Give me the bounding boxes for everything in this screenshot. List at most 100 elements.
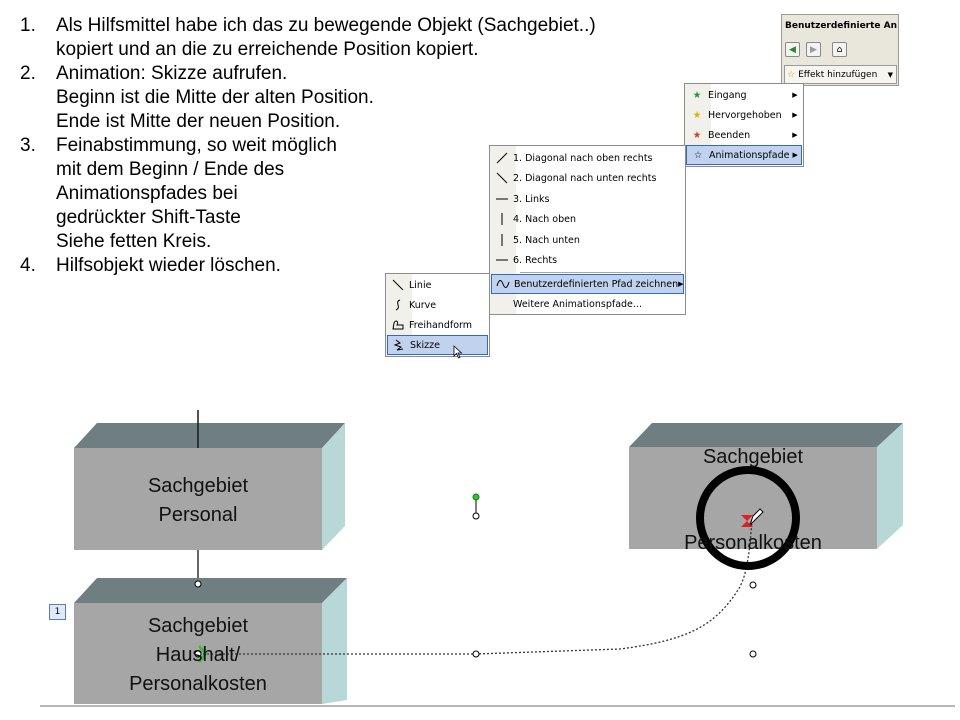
menu-item-diagonal-up[interactable]: 1. Diagonal nach oben rechts [491, 148, 684, 168]
instruction-line: Siehe fetten Kreis. [56, 231, 212, 252]
effect-menu: ★ Eingang ▶ ★ Hervorgehoben ▶ ★ Beenden … [684, 83, 804, 167]
back-button[interactable]: ◀ [785, 42, 800, 57]
box-side-face [322, 578, 347, 704]
menu-item-custom-path[interactable]: Benutzerdefinierten Pfad zeichnen ▶ [491, 274, 684, 294]
instruction-list: 1. Als Hilfsmittel habe ich das zu beweg… [20, 14, 780, 278]
home-button[interactable]: ⌂ [832, 42, 847, 57]
forward-button[interactable]: ▶ [806, 42, 821, 57]
selection-handle[interactable] [194, 580, 202, 588]
add-effect-label: Effekt hinzufügen [798, 69, 878, 80]
box-personal-label: Sachgebiet Personal [74, 472, 322, 530]
curve-icon [387, 299, 409, 311]
menu-item-diagonal-down[interactable]: 2. Diagonal nach unten rechts [491, 168, 684, 188]
menu-item-links[interactable]: 3. Links [491, 189, 684, 209]
box-front-face [74, 448, 322, 550]
diagonal-down-icon [491, 172, 513, 184]
box-top-face [74, 423, 345, 448]
menu-item-linie[interactable]: Linie [387, 275, 488, 295]
add-effect-button[interactable]: ☆ Effekt hinzufügen ▼ [784, 65, 897, 84]
menu-item-hervorgehoben[interactable]: ★ Hervorgehoben ▶ [686, 105, 802, 125]
selection-handle[interactable] [472, 512, 480, 520]
instruction-line: Ende ist Mitte der neuen Position. [56, 111, 341, 132]
forward-arrow-icon: ▶ [810, 44, 817, 55]
menu-item-label: Beenden [708, 129, 751, 141]
menu-item-label: Kurve [409, 299, 437, 311]
instruction-line: Animationspfades bei [56, 183, 238, 204]
selection-handle[interactable] [472, 650, 480, 658]
path-end-marker-icon [741, 515, 753, 527]
wave-icon [492, 278, 514, 290]
pencil-cursor-icon [749, 508, 764, 526]
submenu-arrow-icon: ▶ [792, 91, 798, 99]
menu-item-label: Benutzerdefinierten Pfad zeichnen [514, 278, 679, 290]
menu-item-label: 5. Nach unten [513, 234, 580, 246]
rotation-handle[interactable] [472, 493, 480, 501]
menu-item-nach-unten[interactable]: 5. Nach unten [491, 230, 684, 250]
box-top-face [74, 578, 347, 603]
instruction-line: kopiert und an die zu erreichende Positi… [56, 39, 479, 60]
menu-item-eingang[interactable]: ★ Eingang ▶ [686, 85, 802, 105]
menu-item-label: Linie [409, 279, 432, 291]
box-side-face [322, 423, 345, 550]
submenu-arrow-icon: ▶ [792, 131, 798, 139]
instruction-line: mit dem Beginn / Ende des [56, 159, 285, 180]
freeform-icon [387, 319, 409, 331]
selection-handle[interactable] [749, 650, 757, 658]
submenu-arrow-icon: ▶ [678, 280, 684, 288]
box-label-line: Sachgebiet [147, 615, 249, 637]
menu-item-label: 4. Nach oben [513, 213, 576, 225]
menu-item-label: 6. Rechts [513, 254, 558, 266]
submenu-arrow-icon: ▶ [792, 111, 798, 119]
star-yellow-icon: ★ [692, 109, 702, 121]
menu-item-nach-oben[interactable]: 4. Nach oben [491, 209, 684, 229]
menu-item-skizze[interactable]: Skizze [387, 335, 488, 355]
instruction-line: Beginn ist die Mitte der alten Position. [56, 87, 374, 108]
menu-item-rechts[interactable]: 6. Rechts [491, 250, 684, 270]
menu-item-label: Hervorgehoben [708, 109, 782, 121]
box-target[interactable] [629, 423, 903, 549]
instruction-number: 2. [20, 63, 36, 84]
menu-item-beenden[interactable]: ★ Beenden ▶ [686, 125, 802, 145]
menu-item-label: 2. Diagonal nach unten rechts [513, 172, 657, 184]
menu-item-more-paths[interactable]: Weitere Animationspfade... [491, 294, 684, 314]
instruction-line: Als Hilfsmittel habe ich das zu bewegend… [56, 15, 596, 36]
menu-item-label: 1. Diagonal nach oben rechts [513, 152, 653, 164]
selection-handle[interactable] [749, 581, 757, 589]
box-label-line: Personalkosten [129, 673, 267, 695]
menu-item-label: Animationspfade [709, 149, 790, 161]
instruction-line: Hilfsobjekt wieder löschen. [56, 255, 281, 276]
menu-item-label: Weitere Animationspfade... [513, 298, 642, 310]
back-arrow-icon: ◀ [789, 44, 796, 55]
instruction-item: 4. Hilfsobjekt wieder löschen. [20, 254, 780, 278]
line-icon [387, 279, 409, 291]
instruction-line: Feinabstimmung, so weit möglich [56, 135, 337, 156]
box-label-line: Haushalt/ [155, 644, 241, 666]
menu-item-label: Eingang [708, 89, 747, 101]
instruction-line: Animation: Skizze aufrufen. [56, 63, 288, 84]
box-label-line: Personalkosten [684, 532, 822, 554]
box-label-line: Sachgebiet [147, 475, 249, 497]
dropdown-arrow-icon: ▼ [887, 70, 893, 79]
pane-title: Benutzerdefinierte Animation [785, 21, 897, 31]
instruction-number: 1. [20, 15, 36, 36]
menu-item-animationspfade[interactable]: ☆ Animationspfade ▶ [686, 145, 802, 165]
instruction-line: gedrückter Shift-Taste [56, 207, 241, 228]
menu-item-freihandform[interactable]: Freihandform [387, 315, 488, 335]
menu-item-kurve[interactable]: Kurve [387, 295, 488, 315]
motion-path[interactable] [199, 519, 753, 655]
box-personal[interactable] [74, 423, 345, 550]
path-start-marker-icon [198, 645, 208, 663]
submenu-arrow-icon: ▶ [792, 151, 798, 159]
animation-order-tag[interactable]: 1 [49, 604, 66, 620]
mouse-pointer-icon [453, 345, 463, 359]
star-green-icon: ★ [692, 89, 702, 101]
star-add-icon: ☆ [787, 69, 796, 80]
box-side-face [877, 423, 903, 549]
box-label-line: Personal [158, 504, 238, 526]
selection-handle[interactable] [194, 650, 202, 658]
instruction-item: 2. Animation: Skizze aufrufen. Beginn is… [20, 62, 780, 134]
box-target-label: Sachgebiet Personalkosten [629, 443, 877, 557]
instruction-item: 1. Als Hilfsmittel habe ich das zu beweg… [20, 14, 780, 62]
menu-separator [520, 272, 681, 273]
